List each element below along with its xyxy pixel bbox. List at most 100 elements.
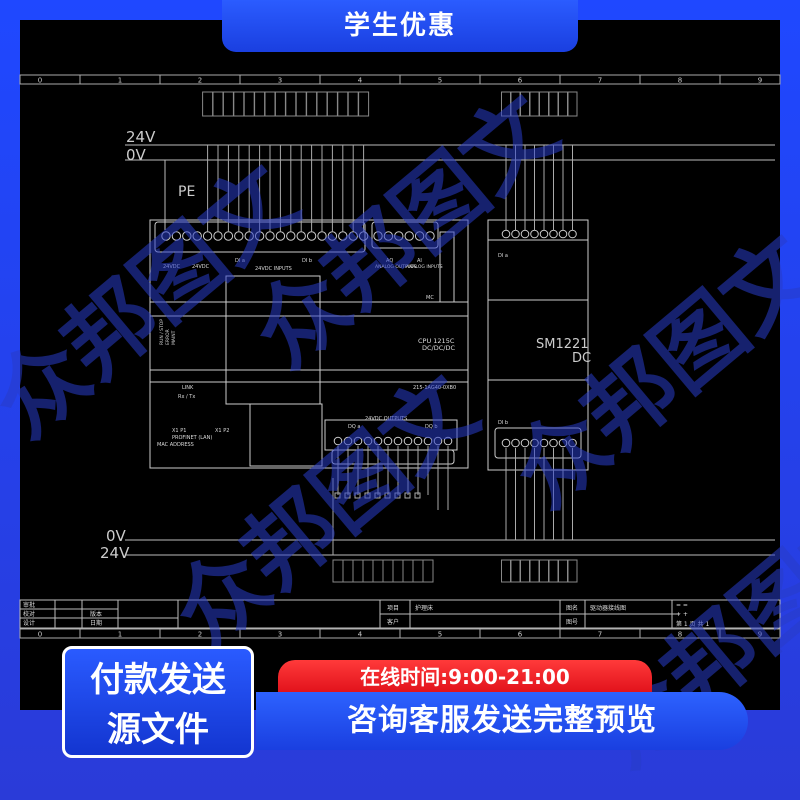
label-box [510,91,521,117]
terminal-screw [202,231,213,241]
tb-project-label: 项目 [387,605,399,612]
label-box [558,559,568,583]
label-box [202,91,214,117]
terminal-screw [338,231,348,241]
label-box [295,91,307,117]
output-marker [414,492,421,499]
terminal-screw [306,231,317,241]
terminal-screw [383,231,394,241]
terminal-screw [286,231,296,241]
terminal-screw [549,229,558,239]
module-dib: DI b [498,420,508,426]
label-box [412,559,424,583]
terminal-screw [343,436,353,446]
terminal-screw [223,231,234,241]
dib-label: DI b [302,258,312,264]
tb-sym1: = = [676,602,688,609]
terminal-screws [161,229,577,448]
plc-model: CPU 1215C [418,337,455,345]
mc-label: MC [426,295,434,301]
pay-send-source-box: 付款发送 源文件 [62,646,254,758]
label-box [332,559,344,583]
terminal-screw [443,436,453,446]
title-block [19,599,781,629]
pay-line-1: 付款发送 [90,660,226,700]
label-box [347,91,359,117]
terminal-screw [511,229,520,239]
terminal-screw [317,231,327,241]
output-marker [364,492,371,499]
label-box [402,559,414,583]
label-box [233,91,245,117]
terminal-screw [403,436,413,446]
label-box [362,559,374,583]
terminal-screw [275,231,286,241]
terminal-screw [296,231,306,241]
ruler-number: 5 [438,631,442,639]
student-discount-banner: 学生优惠 [222,0,578,52]
ruler-number: 3 [278,77,282,85]
terminal-screw [393,436,403,446]
tb-audit: 审批 [23,601,35,609]
label-box [254,91,266,117]
tb-sym2: + + [676,611,688,618]
terminal-screw [373,436,383,446]
x1p1-label: X1 P1 [172,428,186,434]
ruler-number: 1 [118,77,122,85]
terminal-screw [353,436,363,446]
label-box [510,559,521,583]
tb-version: 版本 [90,610,102,618]
label-box [337,91,349,117]
terminal-screw [348,231,358,241]
terminal-screw [530,438,539,448]
label-box [529,91,540,117]
tb-check: 校对 [23,610,35,618]
terminal-screw [234,231,244,241]
terminal-screw [373,231,383,241]
tb-date: 日期 [90,619,102,627]
terminal-screw [530,229,539,239]
plc-part: 215-1AG40-0XB0 [413,385,456,391]
tb-project: 护理床 [415,604,433,612]
terminal-screw [213,231,223,241]
label-box [222,91,234,117]
output-marker [374,492,381,499]
label-box [558,91,568,117]
label-24v-bottom: 24V [100,544,130,562]
label-box [285,91,297,117]
inputs-label: 24VDC INPUTS [255,266,292,272]
label-box [539,91,549,117]
label-box [567,559,578,583]
mac-label: MAC ADDRESS [157,442,194,448]
link-label: LINK [182,385,194,391]
ruler-number: 4 [358,77,363,85]
ruler-number: 5 [438,77,442,85]
ruler-number: 6 [518,631,523,639]
label-0v-bottom: 0V [106,527,127,545]
label-box [372,559,384,583]
label-box [501,91,511,117]
label-box [382,559,394,583]
terminal-screw [558,438,568,448]
label-box [326,91,338,117]
terminal-screw [182,231,192,241]
terminal-screw [501,438,511,448]
plc-cpu [149,219,469,469]
power-label-1: 24VDC [163,264,181,270]
terminal-screw [358,231,369,241]
ruler-number: 2 [198,77,202,85]
ruler-number: 2 [198,631,202,639]
terminal-screw [254,231,265,241]
outputs-label: 24VDC OUTPUTS [365,416,407,422]
output-marker [354,492,361,499]
output-marker [394,492,401,499]
label-box [358,91,370,117]
ruler-number: 0 [38,631,42,639]
label-0v-top: 0V [126,146,147,164]
ruler-number: 7 [598,77,602,85]
analog-in-label: ANALOG INPUTS [406,264,443,270]
profinet-label: PROFINET (LAN) [172,435,212,441]
terminal-screw [171,231,182,241]
